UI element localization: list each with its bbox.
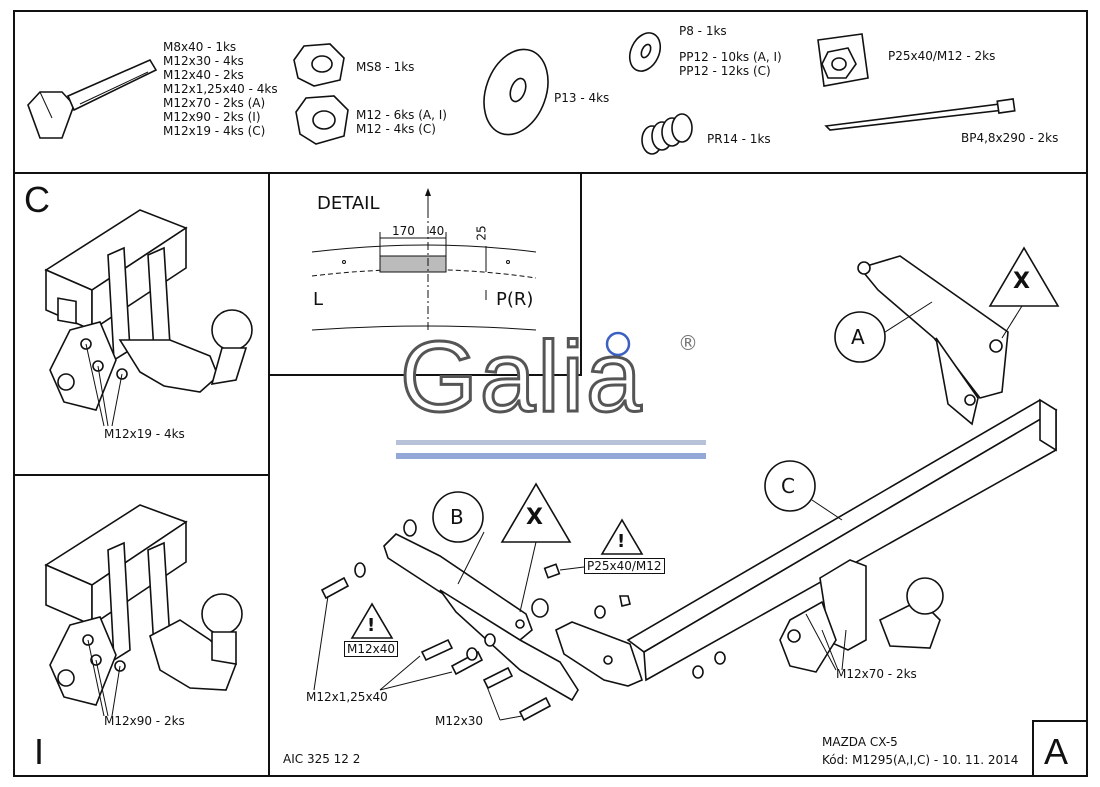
- detail-title: DETAIL: [317, 193, 380, 214]
- bolt-icon: [27, 58, 158, 139]
- bolt-item: M12x40 - 2ks: [163, 68, 244, 82]
- panel-c-callout: M12x19 - 4ks: [104, 427, 185, 441]
- p25-plate-icon: [817, 33, 869, 87]
- callout-m12x125x40: M12x1,25x40: [306, 690, 388, 704]
- callout-circle-b: [432, 491, 484, 543]
- callout-m12x70: M12x70 - 2ks: [836, 667, 917, 681]
- bolt-item: M8x40 - 1ks: [163, 40, 237, 54]
- m12-nut-line: M12 - 6ks (A, I): [356, 108, 447, 122]
- drawing-code: AIC 325 12 2: [283, 752, 361, 766]
- warning-triangle-p25: [600, 518, 644, 555]
- m12-nut-label: M12 - 6ks (A, I) M12 - 4ks (C): [356, 108, 447, 136]
- ms8-label: MS8 - 1ks: [356, 60, 415, 74]
- main-assembly-drawing: [313, 255, 1058, 722]
- pp12-line: PP12 - 10ks (A, I): [679, 50, 782, 64]
- cable-tie-icon: [824, 98, 1016, 131]
- galia-logo-text: Galia: [398, 321, 644, 434]
- detail-frame: [268, 172, 582, 376]
- panel-c-letter: C: [24, 179, 50, 220]
- warning-triangle-x-center: [500, 482, 572, 543]
- bolt-item: M12x70 - 2ks (A): [163, 96, 266, 110]
- detail-dim-25: 25: [474, 225, 489, 241]
- tag-p25: P25x40/M12: [584, 558, 665, 574]
- warning-triangle-m12x40: [350, 602, 394, 639]
- bolt-item: M12x1,25x40 - 4ks: [163, 82, 278, 96]
- detail-drawing: [311, 188, 537, 331]
- warning-bang-p25: !: [617, 531, 626, 552]
- callout-circle-a: [834, 311, 886, 363]
- tag-m12x40: M12x40: [344, 641, 398, 657]
- callout-m12x30: M12x30: [435, 714, 483, 728]
- pr14-spring-icon: [641, 113, 693, 155]
- panel-i-towbar-drawing: [44, 504, 243, 717]
- p8-washer-icon: [628, 32, 662, 72]
- bolt-item: M12x30 - 4ks: [163, 54, 244, 68]
- ms8-nut-icon: [293, 43, 345, 87]
- registered-mark: ®: [678, 331, 698, 355]
- detail-dim-40: 40: [429, 224, 445, 238]
- variant-box: [1032, 720, 1088, 777]
- car-model: MAZDA CX-5: [822, 735, 898, 749]
- variant-letter: A: [1044, 731, 1069, 772]
- bolt-item: M12x19 - 4ks (C): [163, 124, 266, 138]
- callout-c-letter: C: [781, 474, 795, 498]
- callout-a-letter: A: [851, 325, 865, 349]
- m12-nut-line: M12 - 4ks (C): [356, 122, 436, 136]
- detail-dim-170: 170: [392, 224, 415, 238]
- warning-bang-m12x40: !: [367, 615, 376, 636]
- warning-x-center-label: X: [526, 505, 543, 530]
- galia-logo-graphic: [396, 331, 706, 459]
- warning-triangle-x-right: [988, 246, 1060, 307]
- p25-label: P25x40/M12 - 2ks: [888, 49, 996, 63]
- p8-label: P8 - 1ks: [679, 24, 727, 38]
- panel-i-frame: [13, 474, 270, 777]
- bolt-item: M12x90 - 2ks (I): [163, 110, 261, 124]
- panel-i-callout: M12x90 - 2ks: [104, 714, 185, 728]
- galia-logo: Galia: [398, 321, 644, 434]
- kod-line: Kód: M1295(A,I,C) - 10. 11. 2014: [822, 753, 1019, 767]
- callout-b-letter: B: [450, 505, 464, 529]
- panel-i-letter: I: [34, 731, 45, 772]
- p13-label: P13 - 4ks: [554, 91, 610, 105]
- cable-tie-label: BP4,8x290 - 2ks: [961, 131, 1059, 145]
- pr14-label: PR14 - 1ks: [707, 132, 771, 146]
- m12-nut-icon: [295, 95, 349, 145]
- warning-x-right-label: X: [1013, 269, 1030, 294]
- pp12-label: PP12 - 10ks (A, I) PP12 - 12ks (C): [679, 50, 782, 78]
- detail-left-label: L: [313, 289, 324, 310]
- pp12-line: PP12 - 12ks (C): [679, 64, 771, 78]
- bolt-list: M8x40 - 1ks M12x30 - 4ks M12x40 - 2ks M1…: [163, 40, 278, 138]
- callout-circle-c: [764, 460, 816, 512]
- panel-c-towbar-drawing: [44, 209, 253, 427]
- detail-right-label: P(R): [496, 289, 534, 310]
- p13-washer-icon: [483, 48, 549, 136]
